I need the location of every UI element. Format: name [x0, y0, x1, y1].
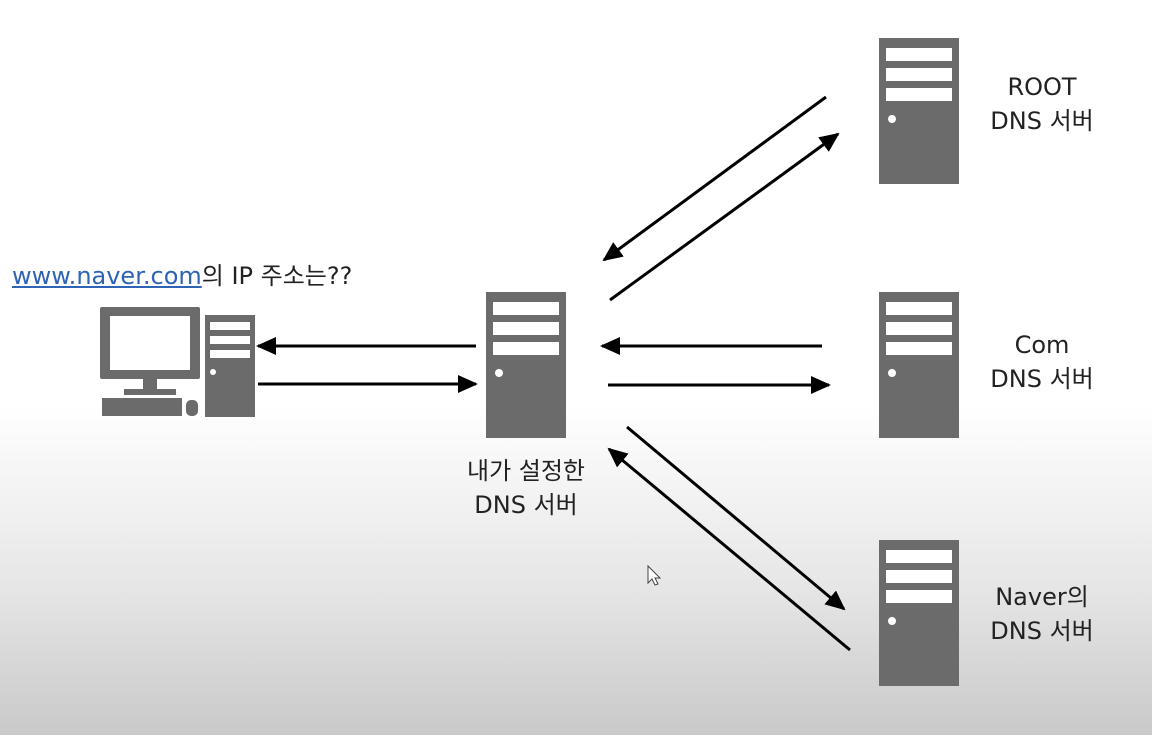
root-dns-label: ROOT DNS 서버	[972, 70, 1112, 138]
arrow-local-to-root	[609, 132, 840, 302]
naver-dns-label-line1: Naver의	[995, 583, 1089, 611]
mouse-cursor-icon	[647, 564, 662, 586]
server-icon	[879, 38, 959, 184]
naver-dns-label-line2: DNS 서버	[990, 617, 1094, 645]
arrow-naver-to-local	[607, 447, 851, 652]
root-dns-label-line1: ROOT	[1007, 73, 1077, 101]
local-dns-label: 내가 설정한 DNS 서버	[446, 454, 606, 522]
naver-url-link[interactable]: www.naver.com	[12, 262, 202, 290]
arrow-root-to-local	[602, 95, 827, 262]
question-text: www.naver.com의 IP 주소는??	[12, 256, 352, 291]
server-icon	[879, 292, 959, 438]
root-dns-label-line2: DNS 서버	[990, 107, 1094, 135]
question-rest: 의 IP 주소는??	[201, 262, 353, 290]
naver-dns-label: Naver의 DNS 서버	[972, 580, 1112, 648]
desktop-computer-icon	[100, 307, 255, 417]
local-dns-label-line2: DNS 서버	[474, 491, 578, 519]
server-icon	[879, 540, 959, 686]
com-dns-label-line1: Com	[1014, 331, 1070, 359]
com-dns-label: Com DNS 서버	[972, 328, 1112, 396]
arrow-local-to-naver	[626, 425, 846, 611]
com-dns-label-line2: DNS 서버	[990, 365, 1094, 393]
local-dns-label-line1: 내가 설정한	[466, 457, 586, 485]
server-icon	[486, 292, 566, 438]
